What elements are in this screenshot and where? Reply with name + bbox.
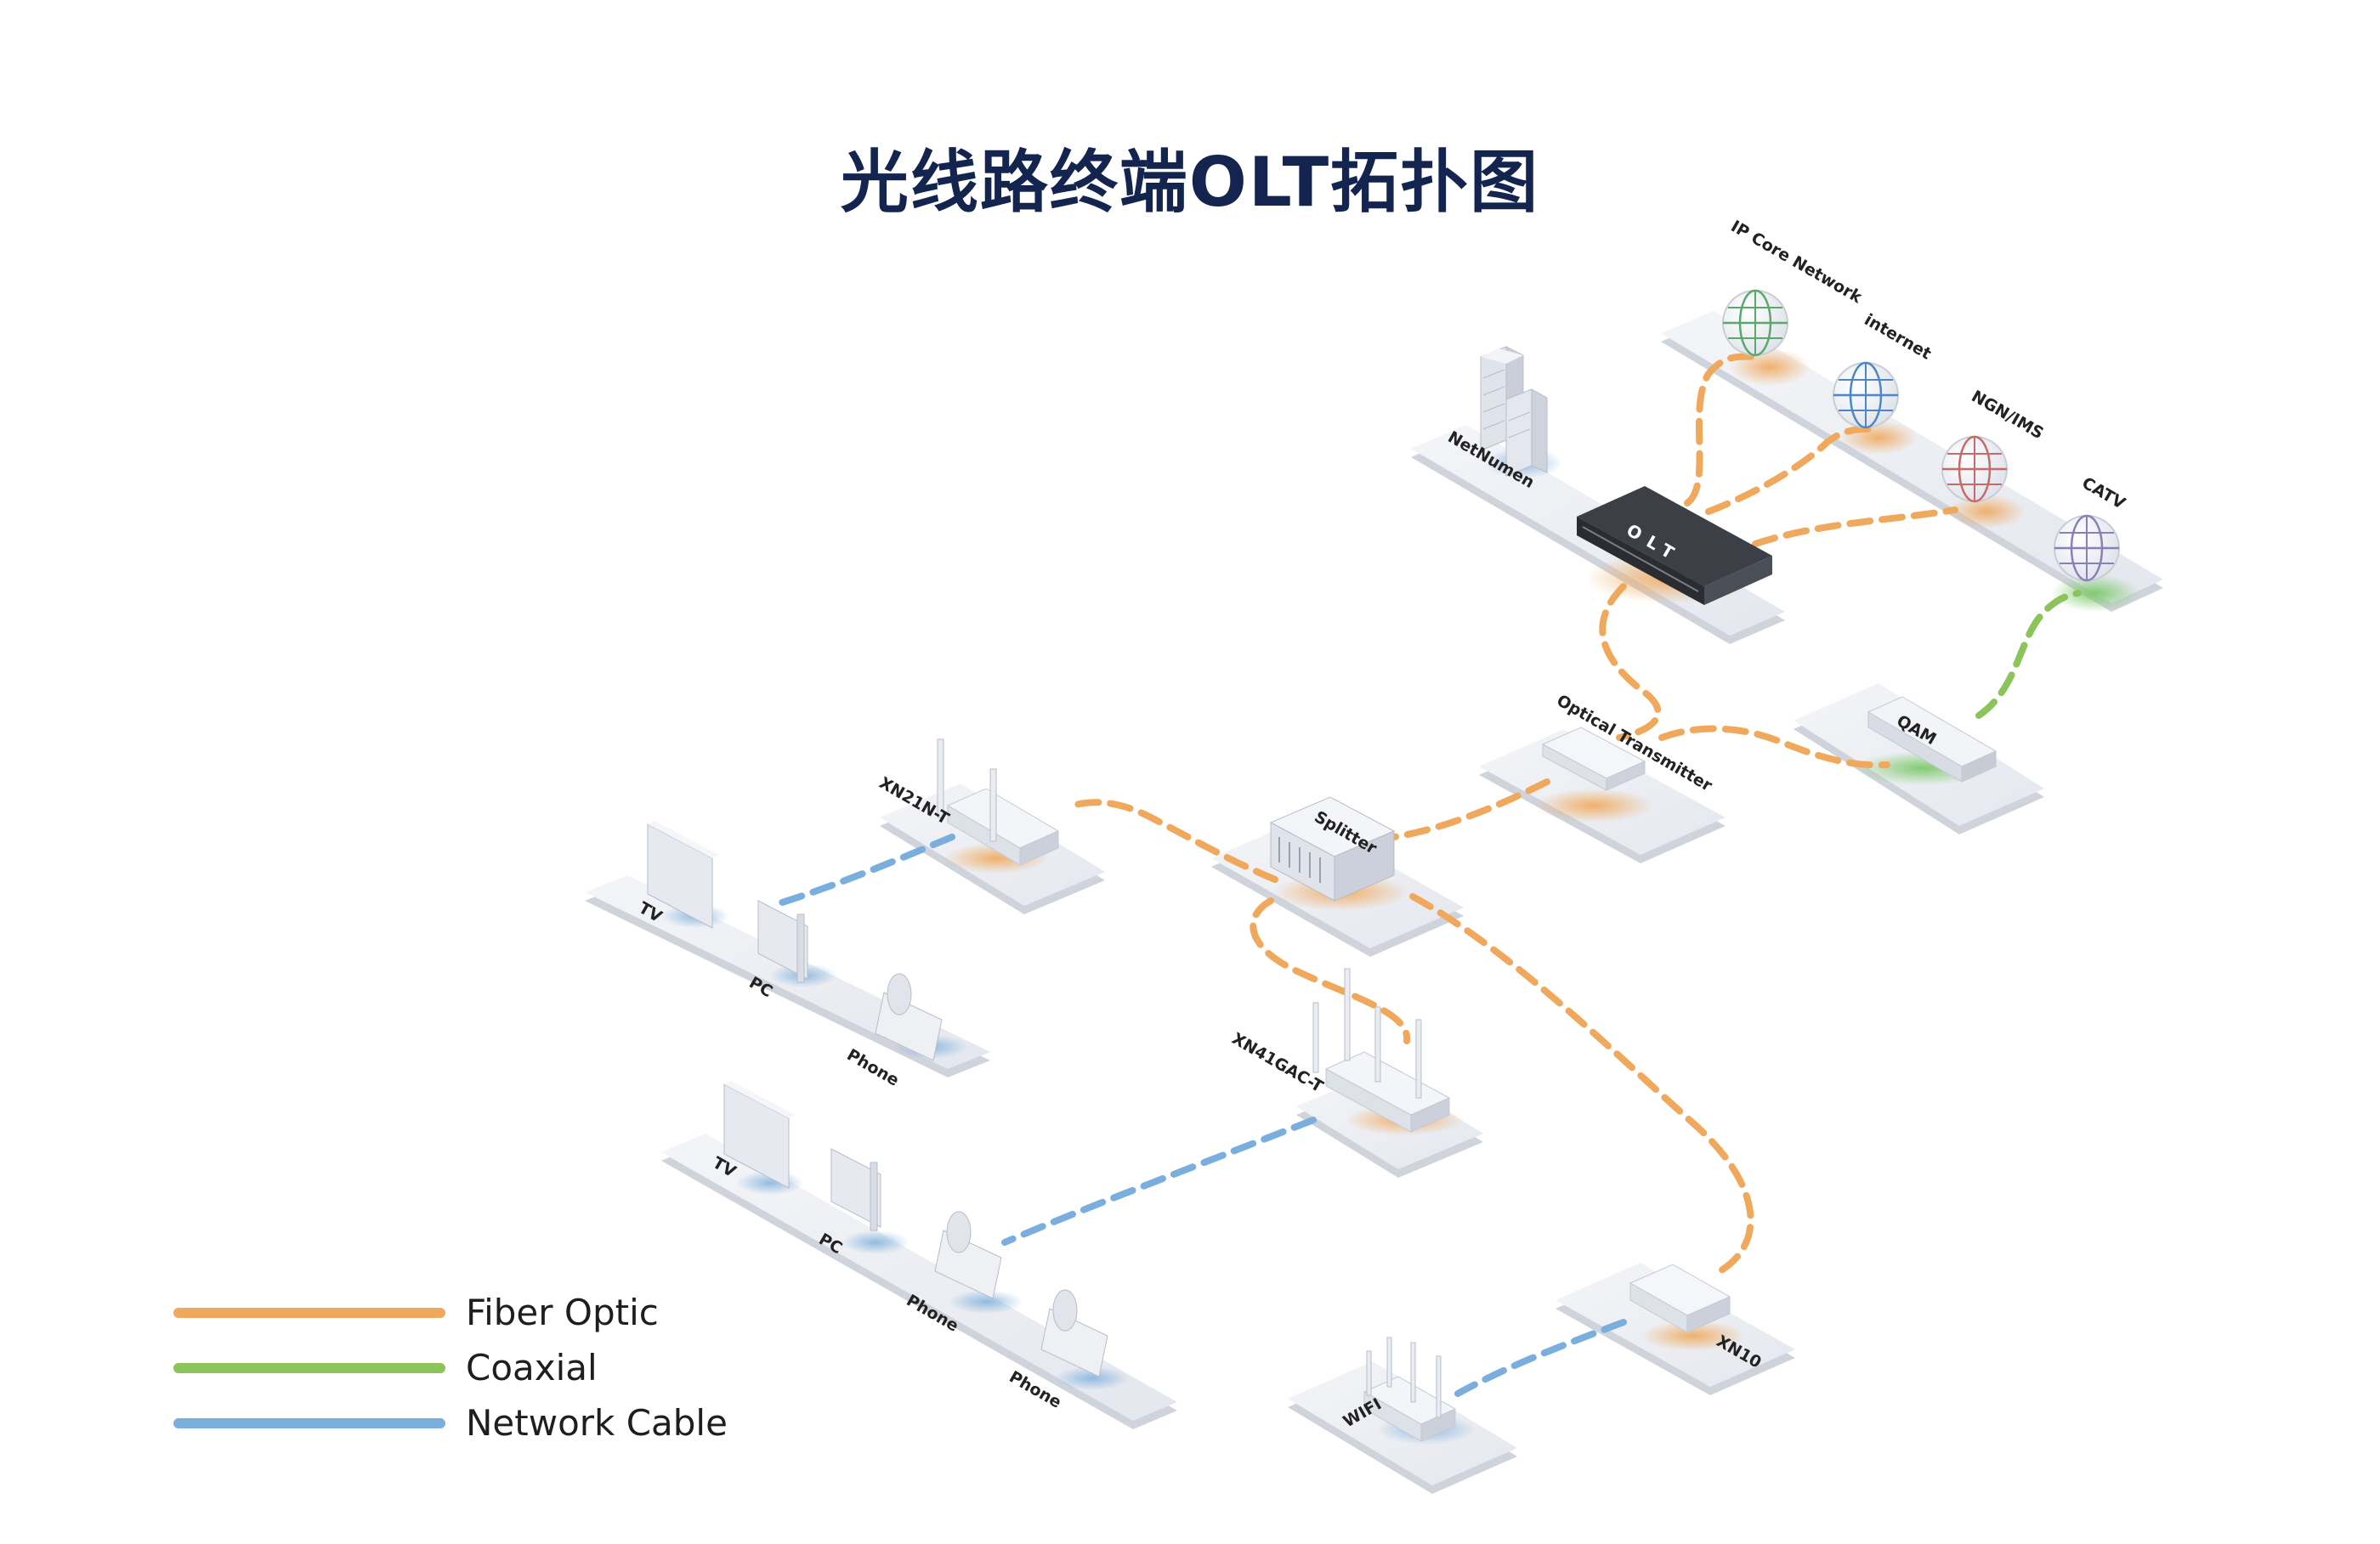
- pc-icon-2: [830, 1148, 881, 1231]
- legend-label-fiber: Fiber Optic: [466, 1292, 659, 1333]
- fiber-olt-ipcore: [1684, 353, 1763, 506]
- fiber-olt-optical: [1599, 583, 1662, 741]
- fiber-splitter-xn21n: [1069, 799, 1278, 883]
- phone-icon-1: [875, 973, 943, 1061]
- label-internet: internet: [1862, 310, 1935, 363]
- splitter-device-icon: [1269, 796, 1396, 902]
- fiber-splitter-xn41gac: [1250, 897, 1411, 1044]
- globe-ngn-icon: [1941, 435, 2008, 503]
- qam-device-icon: [1867, 696, 1998, 783]
- legend: Fiber Optic Coaxial Network Cable: [173, 1292, 728, 1444]
- phone-icon-2: [934, 1211, 1002, 1299]
- label-ngn: NGN/IMS: [1969, 387, 2047, 443]
- ont-xn10-icon: [1629, 1264, 1731, 1333]
- globe-catv-icon: [2054, 514, 2120, 582]
- fiber-optical-splitter: [1391, 778, 1550, 840]
- wifi-router-icon: [1363, 1337, 1457, 1442]
- legend-item-network: Network Cable: [173, 1402, 728, 1444]
- legend-item-coaxial: Coaxial: [173, 1347, 598, 1388]
- pc-icon-1: [757, 900, 808, 983]
- label-catv: CATV: [2079, 473, 2129, 513]
- optical-transmitter-icon: [1541, 727, 1646, 791]
- tv-icon-2: [723, 1081, 796, 1189]
- tv-icon-1: [647, 821, 719, 929]
- olt-device-icon: [1577, 486, 1772, 605]
- legend-label-coaxial: Coaxial: [466, 1347, 598, 1388]
- server-tower-icon: [1480, 346, 1548, 477]
- phone-icon-3: [1040, 1289, 1108, 1377]
- fiber-olt-internet: [1705, 426, 1873, 515]
- network-xn10-wifi: [1454, 1319, 1627, 1397]
- network-xn21n-user1: [779, 834, 955, 906]
- network-xn41gac-user2: [1001, 1117, 1317, 1246]
- label-xn41gac: XN41GAC-T: [1229, 1029, 1327, 1096]
- coax-qam-catv: [1975, 590, 2082, 719]
- fiber-splitter-xn10: [1409, 893, 1754, 1274]
- fiber-optical-qam: [1658, 725, 1890, 769]
- diagram-title: 光线路终端OLT拓扑图: [840, 143, 1540, 222]
- router-xn41gac-icon: [1312, 968, 1451, 1133]
- connections: [779, 353, 2082, 1397]
- router-xn21n-icon: [937, 738, 1060, 866]
- globe-internet-icon: [1833, 361, 1899, 429]
- fiber-olt-ngn: [1752, 506, 1958, 547]
- globe-ip-core-icon: [1722, 289, 1788, 357]
- label-phone-1: Phone: [844, 1045, 903, 1090]
- legend-item-fiber: Fiber Optic: [173, 1292, 659, 1333]
- legend-label-network: Network Cable: [466, 1402, 728, 1444]
